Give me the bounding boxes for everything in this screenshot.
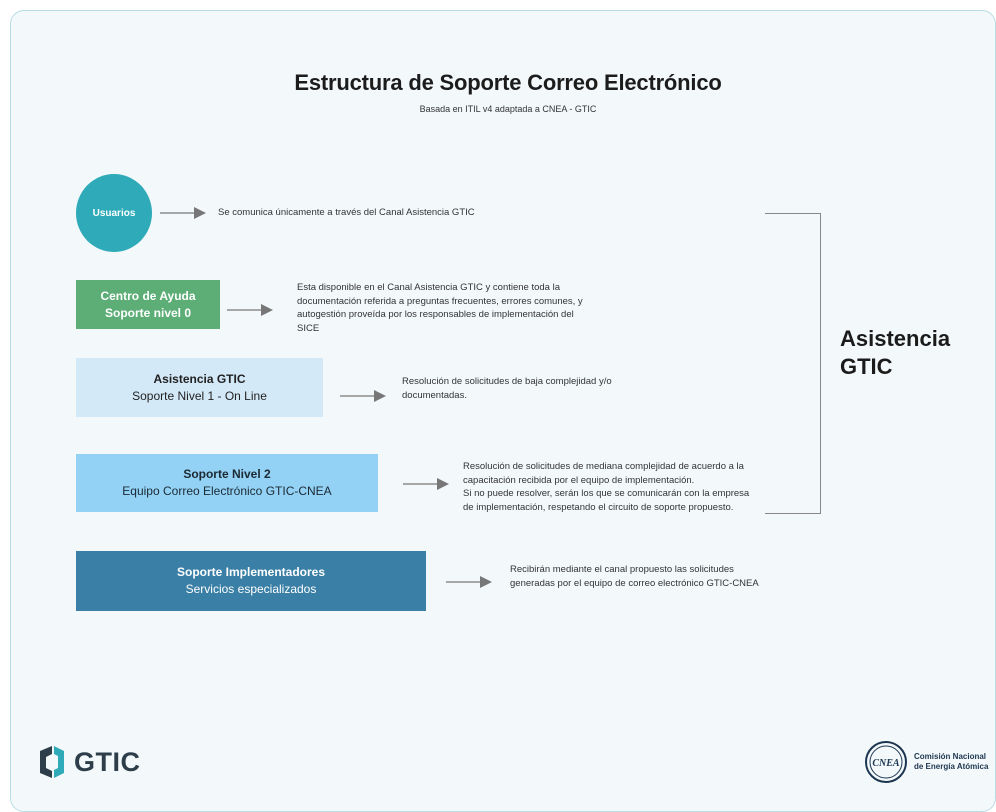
arrow-implementadores — [446, 575, 492, 589]
soporte-nivel2-box: Soporte Nivel 2 Equipo Correo Electrónic… — [76, 454, 378, 512]
cnea-logo-text: Comisión Nacional de Energía Atómica — [914, 752, 989, 771]
usuarios-label: Usuarios — [92, 207, 136, 219]
soporte-implementadores-title: Soporte Implementadores — [176, 565, 326, 579]
diagram-title: Estructura de Soporte Correo Electrónico — [294, 70, 722, 95]
arrow-nivel2 — [403, 477, 449, 491]
soporte-implementadores-box: Soporte Implementadores Servicios especi… — [76, 551, 426, 611]
nivel1-description: Resolución de solicitudes de baja comple… — [402, 376, 612, 401]
asistencia-gtic-title: Asistencia GTIC — [153, 371, 246, 386]
gtic-logo-text: GTIC — [74, 746, 141, 777]
arrow-usuarios — [160, 206, 206, 220]
soporte-nivel2-title: Soporte Nivel 2 — [183, 467, 271, 481]
centro-de-ayuda-box: Centro de Ayuda Soporte nivel 0 — [76, 280, 220, 329]
asistencia-gtic-box: Asistencia GTIC Soporte Nivel 1 - On Lin… — [76, 358, 323, 417]
soporte-nivel2-subtitle: Equipo Correo Electrónico GTIC-CNEA — [122, 484, 332, 498]
arrow-nivel1 — [340, 389, 386, 403]
nivel2-description: Resolución de solicitudes de mediana com… — [463, 461, 750, 513]
gtic-logo: GTIC — [36, 745, 141, 779]
usuarios-description: Se comunica únicamente a través del Cana… — [218, 207, 475, 218]
asistencia-gtic-subtitle: Soporte Nivel 1 - On Line — [132, 388, 267, 403]
cnea-logo: CNEA Comisión Nacional de Energía Atómic… — [864, 740, 988, 784]
gtic-logo-icon — [40, 746, 64, 778]
nivel0-description: Esta disponible en el Canal Asistencia G… — [297, 282, 583, 334]
usuarios-node: Usuarios — [76, 174, 152, 252]
soporte-implementadores-subtitle: Servicios especializados — [185, 582, 317, 596]
cnea-seal-icon: CNEA — [865, 741, 907, 783]
centro-de-ayuda-subtitle: Soporte nivel 0 — [104, 305, 192, 320]
diagram-subtitle: Basada en ITIL v4 adaptada a CNEA - GTIC — [419, 104, 597, 114]
svg-text:CNEA: CNEA — [872, 758, 900, 769]
arrow-nivel0 — [227, 303, 273, 317]
asistencia-gtic-label: Asistencia GTIC — [840, 326, 951, 379]
centro-de-ayuda-title: Centro de Ayuda — [100, 288, 196, 303]
implementadores-description: Recibirán mediante el canal propuesto la… — [510, 564, 759, 589]
asistencia-bracket — [765, 213, 821, 514]
